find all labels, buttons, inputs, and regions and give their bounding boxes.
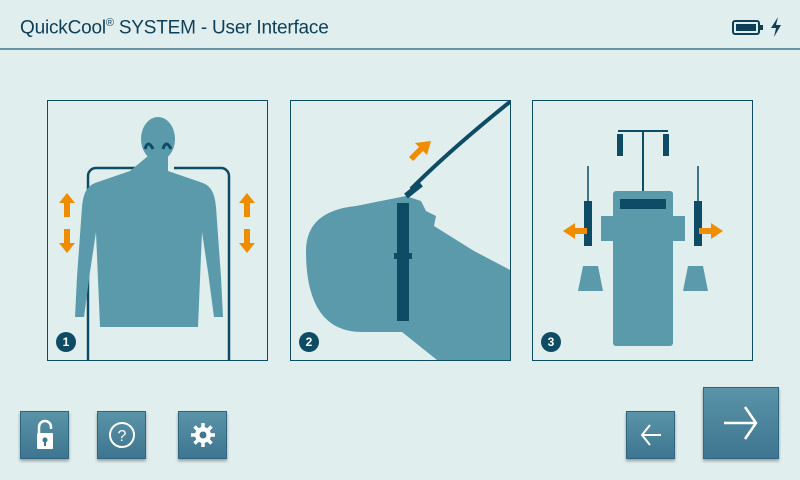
body-cooling-pads-illustration	[59, 117, 255, 360]
app-title: QuickCool® SYSTEM - User Interface	[20, 17, 329, 39]
help-icon: ?	[108, 422, 135, 448]
gear-icon	[190, 423, 215, 447]
step-number-badge: 1	[56, 332, 76, 352]
title-rest: SYSTEM - User Interface	[113, 17, 329, 39]
title-brand: QuickCool	[20, 17, 106, 39]
arrow-right-icon	[724, 406, 758, 440]
step-number-badge: 2	[299, 332, 319, 352]
step-number-badge: 3	[541, 332, 561, 352]
next-button[interactable]	[703, 387, 779, 459]
header: QuickCool® SYSTEM - User Interface	[0, 0, 800, 50]
nasal-catheter-illustration	[306, 101, 510, 360]
arrow-left-icon	[640, 424, 661, 446]
svg-text:?: ?	[117, 428, 126, 445]
battery-icon	[732, 20, 763, 35]
help-button[interactable]: ?	[97, 411, 146, 459]
lightning-icon	[771, 17, 781, 37]
settings-button[interactable]	[178, 411, 227, 459]
unlock-icon	[36, 419, 53, 449]
status-area	[732, 17, 782, 37]
step-1-panel: 1	[47, 100, 268, 361]
step-2-panel: 2	[290, 100, 511, 361]
step-3-panel: 3	[532, 100, 753, 361]
unlock-button[interactable]	[20, 411, 69, 459]
back-button[interactable]	[626, 411, 675, 459]
device-setup-illustration	[563, 130, 723, 346]
registered-mark: ®	[105, 17, 114, 29]
